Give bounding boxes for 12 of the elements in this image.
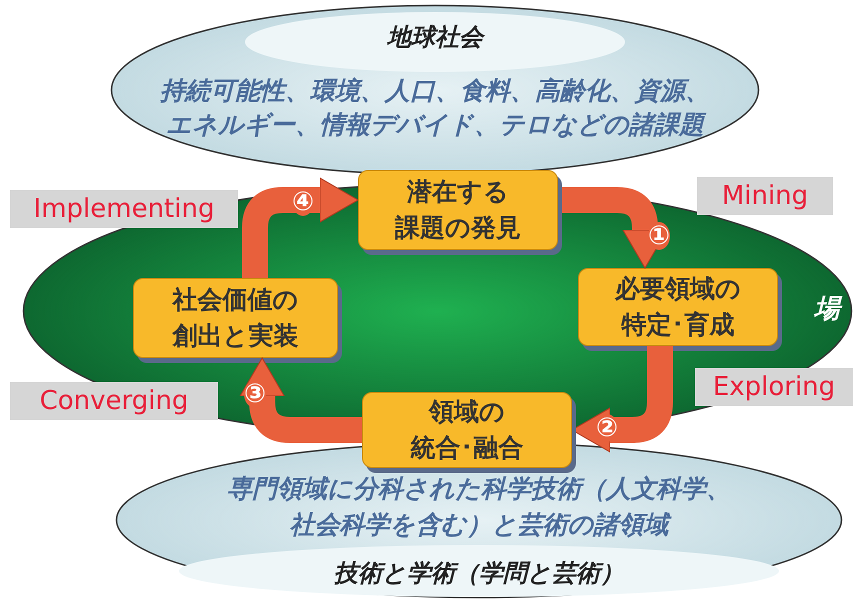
body-text: 持続可能性、環境、人口、食料、高齢化、資源、エネルギー、情報デバイド、テロなどの諸課題: [159, 75, 711, 141]
oval-panel: [110, 4, 760, 176]
heading: 地球社会: [110, 22, 760, 52]
phase-label: Mining: [697, 177, 833, 215]
place-label: 場: [802, 293, 852, 325]
phase-label: Exploring: [695, 368, 853, 406]
phase-label: Converging: [10, 382, 218, 420]
body-text: 技術と学術（学問と芸術）: [333, 558, 625, 588]
arrow: [242, 178, 358, 278]
phase-label: Implementing: [10, 190, 238, 228]
heading: 専門領域に分科された科学技術（人文科学、社会科学を含む）と芸術の諸領域: [226, 473, 732, 541]
arrow: [240, 358, 362, 443]
